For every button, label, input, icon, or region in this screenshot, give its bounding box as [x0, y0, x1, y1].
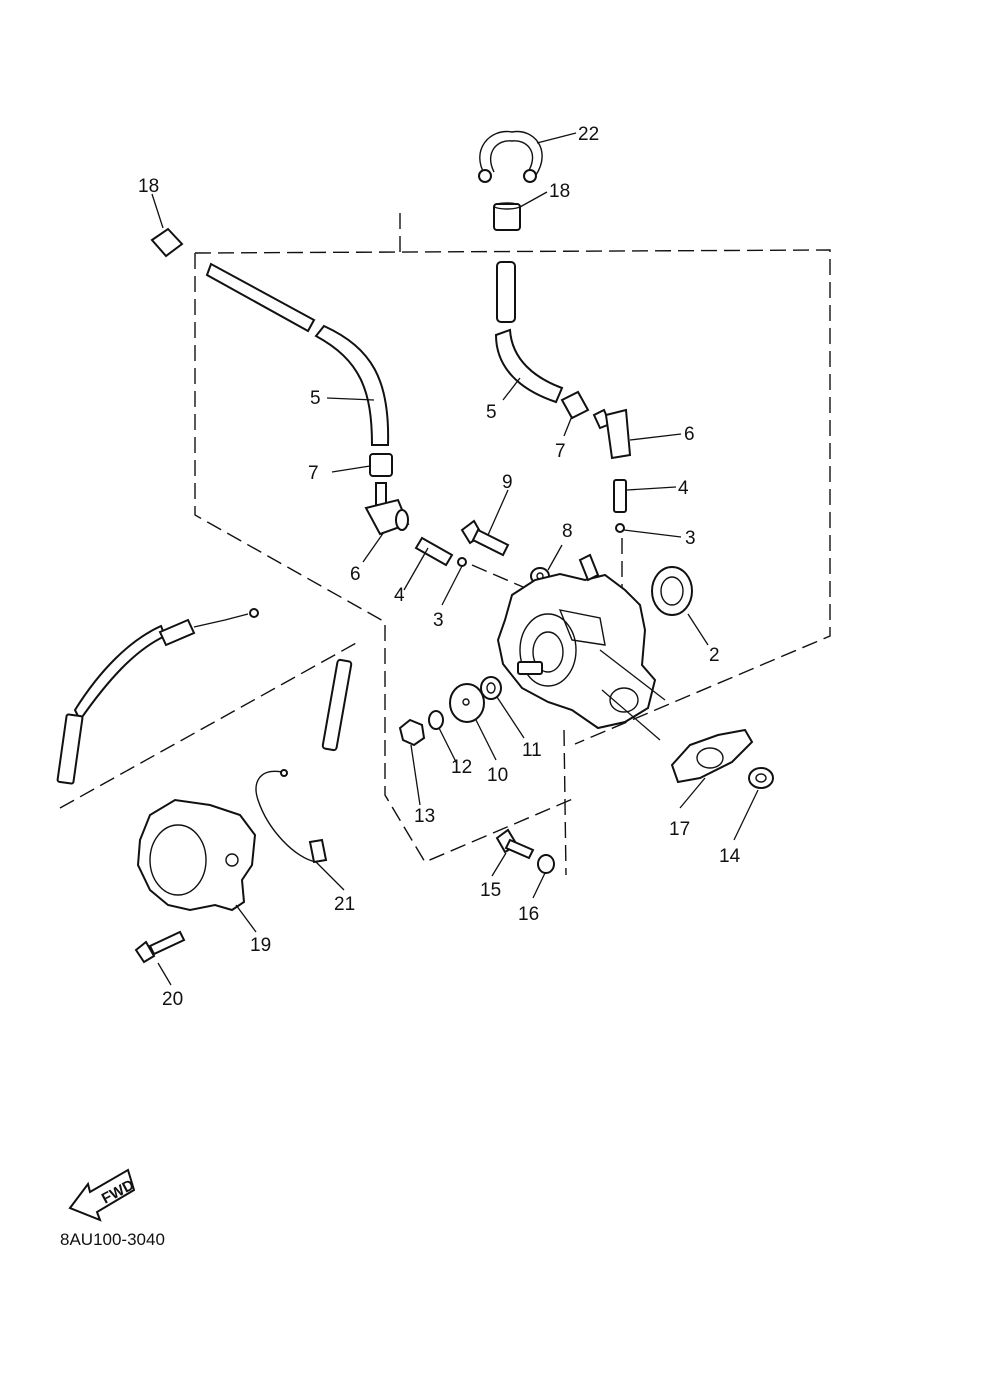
leader-lines — [151, 132, 759, 986]
ball-3-left — [457, 557, 467, 567]
callout-10: 10 — [487, 765, 508, 786]
washer-11 — [480, 676, 502, 700]
callout-13: 13 — [414, 806, 435, 827]
drawing-code: 8AU100-3040 — [60, 1230, 165, 1249]
cable-assembly — [56, 608, 259, 785]
callout-6-left: 6 — [350, 564, 361, 585]
cable-21 — [255, 658, 353, 864]
callout-3-right: 3 — [685, 528, 696, 549]
forward-arrow-icon: FWD — [68, 1168, 137, 1222]
callout-19: 19 — [250, 935, 271, 956]
hose-left-5 — [205, 262, 390, 446]
callout-2: 2 — [709, 645, 720, 666]
lock-washer-12 — [428, 710, 444, 730]
callout-8: 8 — [562, 521, 573, 542]
callout-12: 12 — [451, 757, 472, 778]
hose-sleeve-18-right — [493, 202, 521, 231]
callout-17: 17 — [669, 819, 690, 840]
callout-14: 14 — [719, 846, 741, 867]
oil-seal-2 — [651, 566, 693, 616]
hose-joint-7-left — [369, 453, 393, 477]
callout-4-left: 4 — [394, 585, 405, 606]
gear-10 — [449, 683, 485, 723]
bolt-20 — [134, 930, 186, 964]
elbow-fitting-6-right — [592, 408, 632, 460]
callout-18-left: 18 — [138, 176, 159, 197]
pump-cover-19 — [136, 798, 257, 912]
bolt-15 — [495, 828, 535, 860]
callout-5-right: 5 — [486, 402, 497, 423]
hose-clip-22 — [478, 130, 543, 183]
callout-15: 15 — [480, 880, 501, 901]
callout-labels: 22 18 18 5 5 7 7 6 6 4 4 3 3 9 8 2 10 11… — [138, 124, 741, 1010]
callout-11: 11 — [522, 740, 542, 761]
nut-13 — [398, 718, 426, 747]
hose-joint-7-right — [560, 390, 590, 420]
callout-7-right: 7 — [555, 441, 566, 462]
assembly-boundary — [59, 213, 831, 876]
callout-3-left: 3 — [433, 610, 444, 631]
callout-4-right: 4 — [678, 478, 689, 499]
callout-20: 20 — [162, 989, 183, 1010]
callout-9: 9 — [502, 472, 513, 493]
washer-16 — [537, 854, 555, 874]
screw-4-left — [414, 536, 454, 567]
callout-5-left: 5 — [310, 388, 321, 409]
callout-7-left: 7 — [308, 463, 319, 484]
hose-sleeve-18-left — [150, 227, 184, 258]
ball-3-right — [615, 523, 625, 533]
callout-16: 16 — [518, 904, 539, 925]
gasket-17 — [670, 728, 754, 784]
callout-6-right: 6 — [684, 424, 695, 445]
callout-22: 22 — [578, 124, 599, 145]
elbow-fitting-6-left — [364, 482, 410, 536]
hose-right-5 — [494, 261, 564, 404]
callout-18-right: 18 — [549, 181, 570, 202]
callout-21: 21 — [334, 894, 355, 915]
oil-pump-body — [496, 553, 657, 730]
screw-4-right — [613, 479, 627, 513]
washer-14 — [748, 767, 774, 789]
bolt-9 — [460, 519, 510, 557]
